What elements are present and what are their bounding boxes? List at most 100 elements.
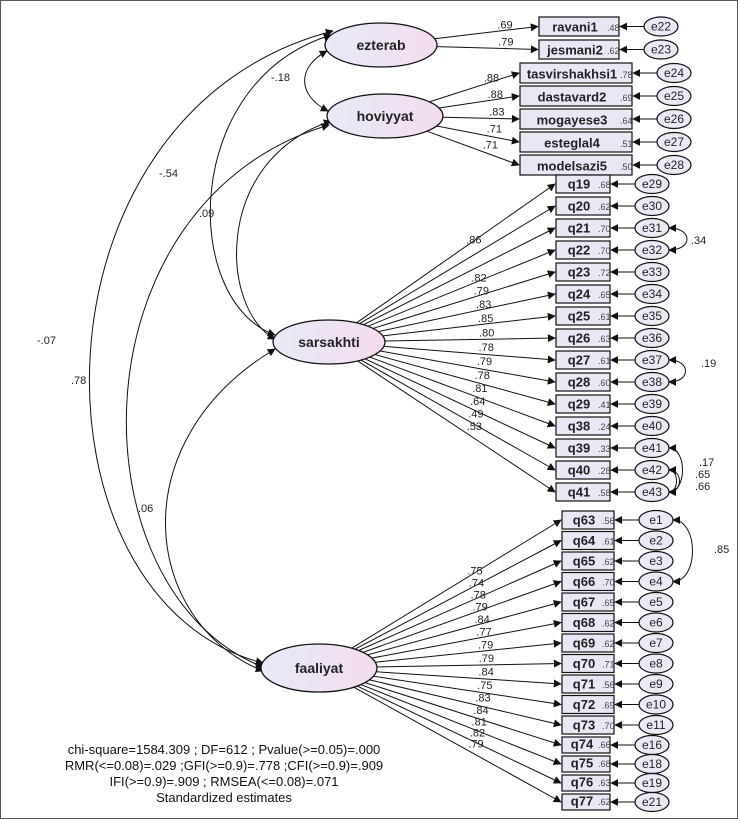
error-label-e25: e25 <box>664 89 684 103</box>
error-label-e2: e2 <box>649 534 663 548</box>
indicator-box-q24 <box>555 284 611 304</box>
r2-value-q27: .61 <box>598 356 611 366</box>
correlation-value-hoviyyat-faaliyat: .78 <box>71 375 86 387</box>
indicator-label-q63: q63 <box>573 513 595 528</box>
indicator-label-q65: q65 <box>573 554 595 569</box>
latent-hoviyyat <box>326 93 444 139</box>
indicator-label-ravani1: ravani1 <box>552 20 598 35</box>
indicator-label-mogayese3: mogayese3 <box>537 113 608 128</box>
loading-value-q28: .79 <box>477 356 492 368</box>
indicator-label-q40: q40 <box>568 463 590 478</box>
error-term-e1 <box>638 509 674 531</box>
indicator-box-q74 <box>561 736 611 754</box>
indicator-label-q24: q24 <box>568 287 591 302</box>
loading-value-q19: .86 <box>466 234 481 246</box>
fit-line-ifi-rmsea: IFI(>=0.9)=.909 ; RMSEA(<=0.08)=.071 <box>109 774 339 789</box>
loading-value-q77: .79 <box>468 738 483 750</box>
fit-line-chi-square: chi-square=1584.309 ; DF=612 ; Pvalue(>=… <box>67 742 381 757</box>
loading-value-esteglal4: .71 <box>487 124 502 136</box>
fit-statistics: chi-square=1584.309 ; DF=612 ; Pvalue(>=… <box>9 742 439 806</box>
indicator-box-q38 <box>555 416 611 436</box>
correlation-value-hoviyyat-sarsakhti: .09 <box>199 208 214 220</box>
latent-label-sarsakhti: sarsakhti <box>298 334 359 350</box>
r2-value-modelsazi5: .50 <box>620 162 633 172</box>
error-covariance-e37-e38 <box>668 356 686 386</box>
indicator-label-q19: q19 <box>568 177 590 192</box>
error-term-e35 <box>634 305 670 327</box>
loading-value-q29: .78 <box>475 370 490 382</box>
error-term-e39 <box>634 393 670 415</box>
loading-path-q26 <box>384 334 556 343</box>
loading-path-q19 <box>356 183 556 324</box>
indicator-label-dastavard2: dastavard2 <box>538 90 607 105</box>
indicator-box-q73 <box>561 715 615 735</box>
loading-path-q41 <box>357 360 556 493</box>
loading-value-q74: .84 <box>473 705 488 717</box>
r2-value-q26: .63 <box>598 334 611 344</box>
loading-value-q72: .75 <box>477 680 492 692</box>
loading-value-q66: .79 <box>472 601 487 613</box>
loading-path-q27 <box>383 345 556 364</box>
loading-value-jesmani2: .79 <box>498 36 513 48</box>
error-term-e8 <box>638 653 674 674</box>
loading-path-q20 <box>359 205 556 325</box>
loading-value-q41: .53 <box>467 421 482 433</box>
error-covariance-value-e42: .66 <box>695 481 710 493</box>
latent-label-ezterab: ezterab <box>356 37 405 53</box>
error-label-e8: e8 <box>649 657 663 671</box>
r2-value-q23: .72 <box>598 268 611 278</box>
indicator-box-q19 <box>555 174 611 194</box>
error-term-e4 <box>638 571 674 592</box>
error-label-e3: e3 <box>649 554 663 568</box>
error-term-e30 <box>634 195 670 217</box>
error-label-e38: e38 <box>642 375 662 389</box>
loading-path-q39 <box>364 358 556 449</box>
error-label-e22: e22 <box>651 20 671 34</box>
error-term-e3 <box>638 550 674 572</box>
loading-value-q65: .78 <box>471 589 486 601</box>
error-label-e24: e24 <box>664 66 684 80</box>
loading-value-q64: .74 <box>469 577 484 589</box>
correlation-value-ezterab-hoviyyat: -.18 <box>271 72 290 84</box>
loading-path-jesmani2 <box>436 45 539 54</box>
loading-path-q21 <box>363 227 556 326</box>
r2-value-q66: .70 <box>602 578 615 588</box>
error-term-e5 <box>638 591 674 613</box>
indicator-box-q39 <box>555 438 611 458</box>
loading-path-q77 <box>353 686 562 803</box>
error-covariance-value-e37: .19 <box>701 358 716 370</box>
error-term-e34 <box>634 283 670 305</box>
indicator-box-dastavard2 <box>519 85 633 107</box>
error-term-e38 <box>634 371 670 393</box>
indicator-box-q64 <box>561 530 615 551</box>
r2-value-q19: .68 <box>598 180 611 190</box>
indicator-label-q66: q66 <box>573 574 595 589</box>
error-label-e30: e30 <box>642 199 662 213</box>
error-term-e37 <box>634 349 670 371</box>
indicator-label-q41: q41 <box>568 485 590 500</box>
indicator-label-q28: q28 <box>568 375 590 390</box>
loading-value-q71: .84 <box>478 666 493 678</box>
error-label-e21: e21 <box>642 795 662 809</box>
correlation-value-sarsakhti-faaliyat: .06 <box>138 503 153 515</box>
indicator-box-q68 <box>561 612 615 633</box>
error-label-e37: e37 <box>642 353 662 367</box>
indicator-label-q29: q29 <box>568 397 590 412</box>
error-label-e10: e10 <box>646 698 666 712</box>
error-term-e11 <box>638 714 674 736</box>
loading-value-q70: .79 <box>479 653 494 665</box>
loading-path-q64 <box>354 540 562 650</box>
loading-value-q76: .82 <box>470 727 485 739</box>
indicator-box-q26 <box>555 328 611 348</box>
error-label-e11: e11 <box>646 718 665 732</box>
latent-faaliyat <box>260 643 378 693</box>
loading-path-q75 <box>360 684 562 766</box>
loading-path-q76 <box>356 685 562 784</box>
loading-value-mogayese3: .83 <box>489 106 504 118</box>
r2-value-q65: .62 <box>602 557 615 567</box>
error-term-e24 <box>656 62 692 84</box>
loading-value-q27: .78 <box>479 342 494 354</box>
indicator-label-q26: q26 <box>568 331 590 346</box>
error-label-e18: e18 <box>642 757 662 771</box>
